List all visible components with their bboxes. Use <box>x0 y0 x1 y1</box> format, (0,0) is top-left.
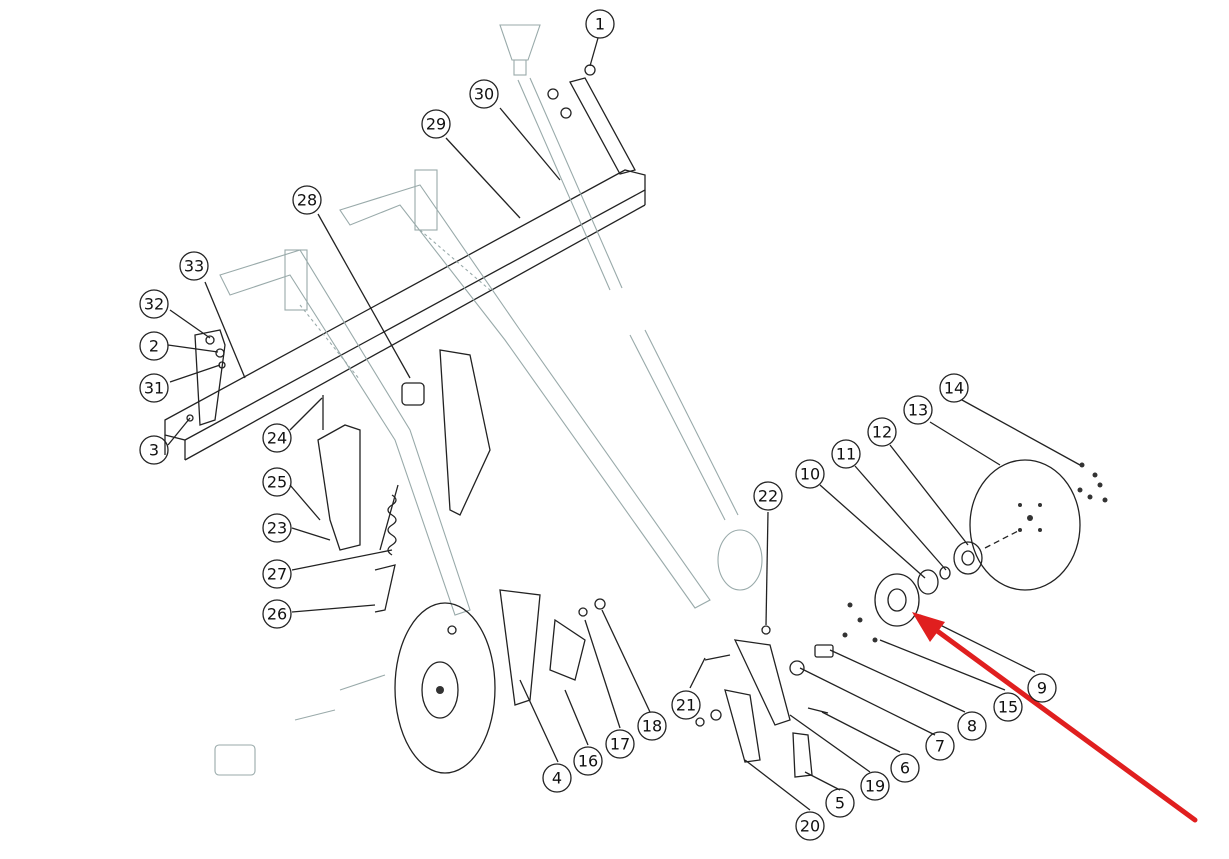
left-hardware <box>214 598 606 776</box>
callout-16: 16 <box>573 746 603 776</box>
svg-text:4: 4 <box>552 769 562 788</box>
svg-text:17: 17 <box>610 735 630 754</box>
callout-9: 9 <box>1027 673 1057 703</box>
callout-7: 7 <box>925 731 955 761</box>
highlight-arrow <box>912 612 1198 823</box>
svg-text:5: 5 <box>835 794 845 813</box>
closing-bracket <box>317 395 361 551</box>
callout-15: 15 <box>993 692 1023 722</box>
callout-29: 29 <box>421 109 451 139</box>
callout-23: 23 <box>262 513 292 543</box>
callouts: 1 2 3 4 5 6 7 8 9 10 11 12 13 14 15 16 1… <box>139 9 1057 841</box>
svg-text:18: 18 <box>642 717 662 736</box>
callout-10: 10 <box>795 459 825 489</box>
callout-4: 4 <box>542 763 572 793</box>
callout-22: 22 <box>753 481 783 511</box>
svg-text:26: 26 <box>267 605 287 624</box>
callout-11: 11 <box>831 439 861 469</box>
callout-31: 31 <box>139 373 169 403</box>
bearing-parts <box>789 602 878 714</box>
callout-6: 6 <box>890 753 920 783</box>
svg-text:25: 25 <box>267 473 287 492</box>
callout-3: 3 <box>139 435 169 465</box>
adjustment-handle <box>374 564 396 613</box>
svg-text:22: 22 <box>758 487 778 506</box>
right-bracket <box>695 625 813 778</box>
hub-assembly <box>874 529 1021 627</box>
callout-27: 27 <box>262 559 292 589</box>
callout-20: 20 <box>795 811 825 841</box>
svg-text:10: 10 <box>800 465 820 484</box>
disc-bolts <box>1077 462 1108 503</box>
spring <box>379 484 399 556</box>
svg-text:20: 20 <box>800 817 820 836</box>
svg-text:21: 21 <box>676 696 696 715</box>
svg-text:8: 8 <box>967 717 977 736</box>
callout-21: 21 <box>671 690 701 720</box>
svg-text:28: 28 <box>297 191 317 210</box>
svg-text:1: 1 <box>595 15 605 34</box>
drive-shaft <box>499 24 763 591</box>
left-disc <box>394 589 586 774</box>
callout-12: 12 <box>867 417 897 447</box>
leader-lines <box>167 37 1081 811</box>
svg-text:31: 31 <box>144 379 164 398</box>
svg-text:33: 33 <box>184 257 204 276</box>
callout-32: 32 <box>139 289 169 319</box>
svg-text:27: 27 <box>267 565 287 584</box>
depth-gauge <box>401 349 491 516</box>
callout-1: 1 <box>585 9 615 39</box>
svg-text:29: 29 <box>426 115 446 134</box>
svg-text:13: 13 <box>908 401 928 420</box>
svg-text:30: 30 <box>474 85 494 104</box>
callout-30: 30 <box>469 79 499 109</box>
svg-text:12: 12 <box>872 423 892 442</box>
planter-row-units <box>219 169 711 616</box>
svg-text:3: 3 <box>149 441 159 460</box>
callout-33: 33 <box>179 251 209 281</box>
svg-text:9: 9 <box>1037 679 1047 698</box>
callout-13: 13 <box>903 395 933 425</box>
mount-bracket <box>186 329 226 426</box>
svg-text:23: 23 <box>267 519 287 538</box>
svg-text:7: 7 <box>935 737 945 756</box>
callout-18: 18 <box>637 711 667 741</box>
svg-text:11: 11 <box>836 445 856 464</box>
svg-text:15: 15 <box>998 698 1018 717</box>
svg-text:32: 32 <box>144 295 164 314</box>
svg-text:14: 14 <box>944 379 964 398</box>
callout-25: 25 <box>262 467 292 497</box>
svg-text:2: 2 <box>149 337 159 356</box>
callout-8: 8 <box>957 711 987 741</box>
svg-text:19: 19 <box>865 777 885 796</box>
callout-19: 19 <box>860 771 890 801</box>
svg-text:6: 6 <box>900 759 910 778</box>
callout-2: 2 <box>139 331 169 361</box>
toolbar-beam <box>164 169 646 461</box>
callout-26: 26 <box>262 599 292 629</box>
callout-5: 5 <box>825 788 855 818</box>
svg-text:24: 24 <box>267 429 287 448</box>
callout-17: 17 <box>605 729 635 759</box>
svg-text:16: 16 <box>578 752 598 771</box>
hitch-arm <box>547 64 636 175</box>
callout-14: 14 <box>939 373 969 403</box>
right-disc <box>969 459 1081 591</box>
callout-24: 24 <box>262 423 292 453</box>
callout-28: 28 <box>292 185 322 215</box>
